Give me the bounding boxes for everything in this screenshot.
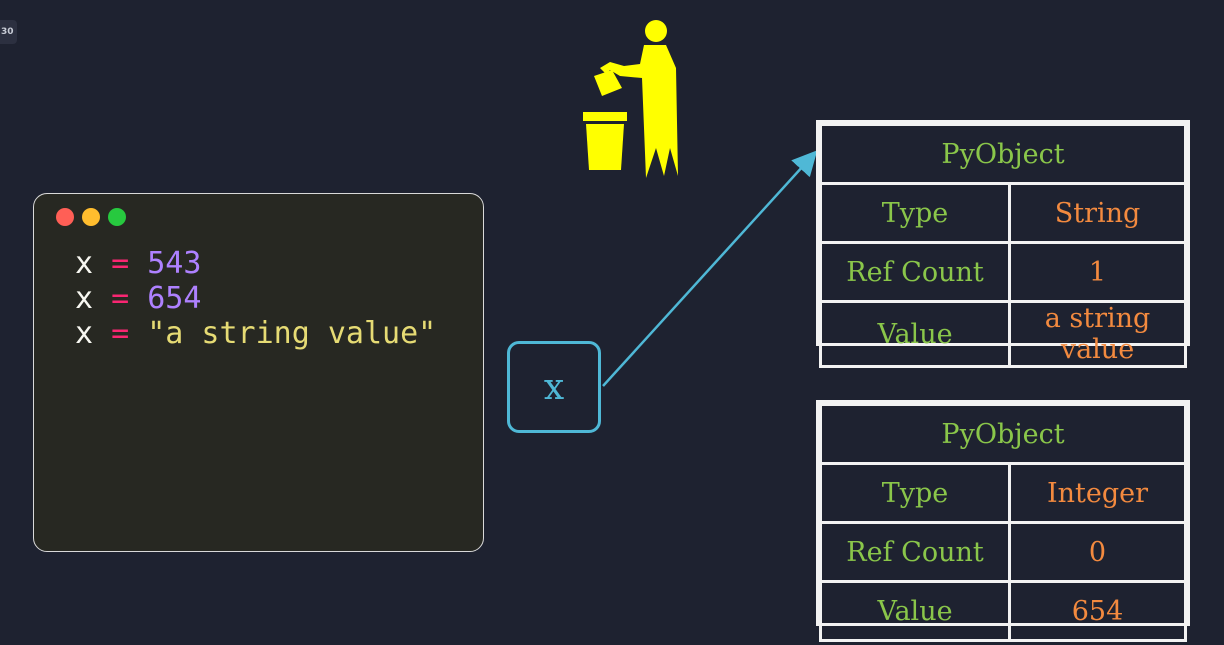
code-value: "a string value" [147,316,437,351]
code-value: 654 [147,281,202,316]
row-key-value: Value [819,580,1011,642]
trash-person-icon [583,20,678,178]
row-key-type: Type [819,462,1011,524]
code-var: x [75,281,94,316]
code-line-1: x = 543 [75,246,436,281]
pyobject-title: PyObject [819,123,1187,185]
row-key-refcount: Ref Count [819,521,1011,583]
row-value-type: Integer [1008,462,1187,524]
close-dot-icon [56,208,74,226]
row-key-refcount: Ref Count [819,241,1011,303]
variable-box: x [507,341,601,433]
pyobject-title: PyObject [819,403,1187,465]
corner-badge: 30 [0,20,17,44]
row-value-refcount: 0 [1008,521,1187,583]
code-operator: = [111,246,130,281]
code-line-3: x = "a string value" [75,316,436,351]
maximize-dot-icon [108,208,126,226]
code-var: x [75,246,94,281]
row-value-type: String [1008,182,1187,244]
pyobject-string: PyObject Type String Ref Count 1 Value a… [816,120,1190,368]
code-operator: = [111,281,130,316]
code-line-2: x = 654 [75,281,436,316]
window-controls [56,208,126,226]
code-operator: = [111,316,130,351]
variable-label: x [543,366,565,408]
code-var: x [75,316,94,351]
row-value-value: a string value [1008,300,1187,368]
row-key-value: Value [819,300,1011,368]
pyobject-integer: PyObject Type Integer Ref Count 0 Value … [816,400,1190,642]
minimize-dot-icon [82,208,100,226]
row-value-value: 654 [1008,580,1187,642]
code-value: 543 [147,246,202,281]
row-value-refcount: 1 [1008,241,1187,303]
row-key-type: Type [819,182,1011,244]
